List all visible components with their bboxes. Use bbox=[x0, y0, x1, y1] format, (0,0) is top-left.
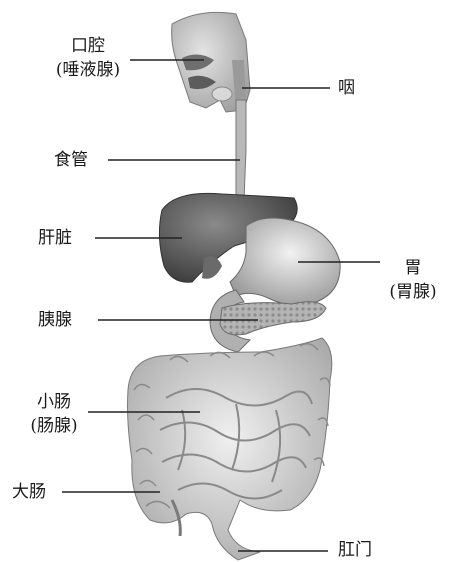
label-gastric-gland: (胃腺) bbox=[378, 282, 448, 303]
label-pharynx: 咽 bbox=[338, 78, 355, 99]
label-esophagus: 食管 bbox=[54, 150, 88, 171]
large-intestine-shape bbox=[128, 338, 332, 560]
gallbladder-shape bbox=[202, 256, 222, 279]
label-pancreas: 胰腺 bbox=[38, 310, 72, 331]
label-mouth: 口腔 bbox=[48, 36, 128, 57]
head-oral-cavity bbox=[172, 12, 250, 112]
label-liver: 肝脏 bbox=[38, 228, 72, 249]
label-small-intestine: 小肠 bbox=[14, 392, 94, 413]
label-anus: 肛门 bbox=[338, 540, 372, 561]
label-large-intestine: 大肠 bbox=[12, 482, 46, 503]
pancreas-shape bbox=[220, 302, 326, 335]
label-stomach: 胃 bbox=[378, 258, 448, 279]
label-salivary-gland: (唾液腺) bbox=[48, 60, 128, 81]
esophagus-shape bbox=[236, 100, 246, 200]
label-intestinal-gland: (肠腺) bbox=[14, 416, 94, 437]
